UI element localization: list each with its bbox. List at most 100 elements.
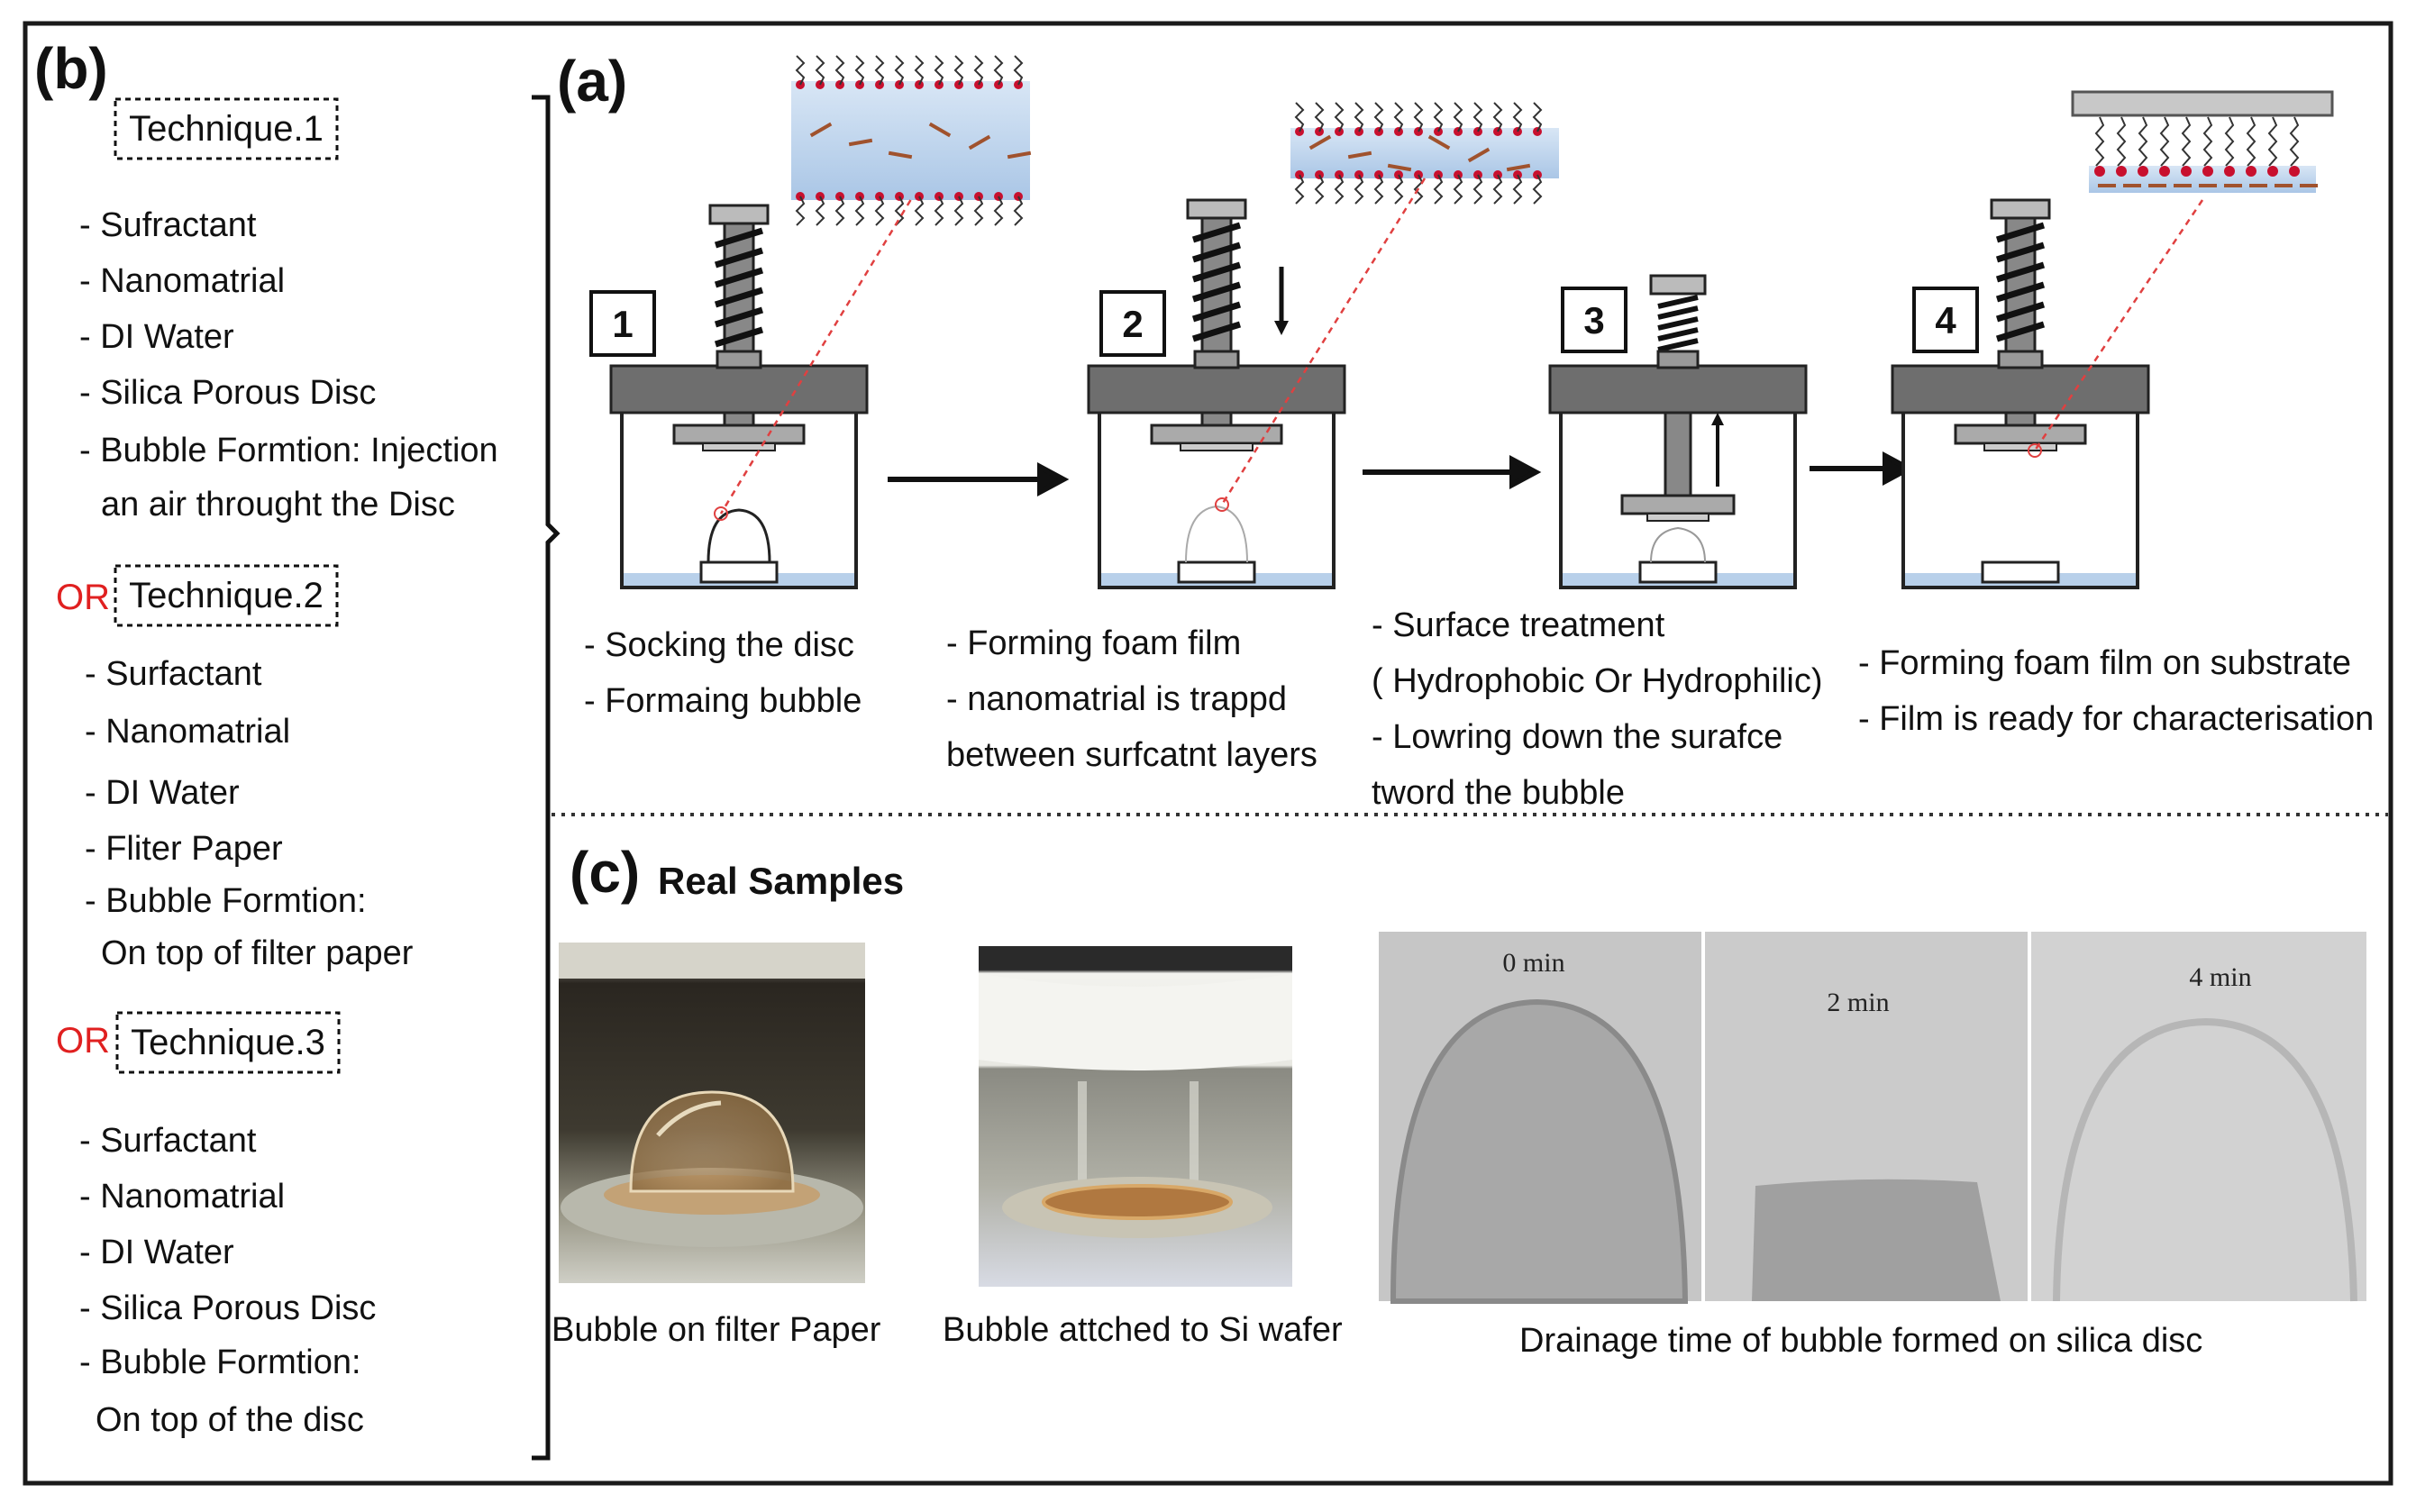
surfactant-tail: [815, 196, 825, 226]
drainage-frame-4min: [2031, 932, 2366, 1302]
surfactant-tail: [1294, 174, 1305, 205]
surfactant-tail: [2246, 116, 2256, 167]
screw-thread: [714, 287, 764, 308]
holder-neck: [1200, 411, 1233, 427]
spring-coil: [1657, 338, 1699, 352]
technique-3-item: - Bubble Formtion:: [79, 1343, 361, 1381]
film-layer: [2089, 166, 2316, 193]
holder-neck: [723, 411, 755, 427]
arrow-head: [1037, 461, 1070, 497]
screw-thread: [1191, 261, 1242, 283]
rod-collar: [1193, 350, 1240, 369]
surfactant-head: [2116, 166, 2127, 177]
surfactant-tail: [834, 196, 845, 226]
screw-thread: [1995, 301, 2046, 323]
substrate: [702, 442, 776, 451]
surfactant-tail: [1433, 102, 1444, 132]
photo-bubble-on-filter-paper: [559, 943, 865, 1283]
technique-3-item: - Silica Porous Disc: [79, 1289, 376, 1327]
surfactant-tail: [1013, 55, 1024, 86]
substrate: [1646, 513, 1709, 522]
porous-disc: [699, 560, 779, 584]
step-4-line: - Forming foam film on substrate: [1858, 644, 2351, 682]
surfactant-tail: [953, 196, 964, 226]
surfactant-tail: [894, 55, 905, 86]
panel-a-label: (a): [557, 49, 627, 114]
step-2-line: - Forming foam film: [946, 624, 1241, 662]
surfactant-tail: [934, 196, 944, 226]
step-1-line: - Socking the disc: [584, 626, 854, 664]
surfactant-head: [2159, 166, 2170, 177]
panel-a: (a) 1 2 3 4 - Socking the disc: [557, 49, 2374, 812]
technique-1-item: - DI Water: [79, 318, 234, 356]
zoom-inset-step-1: [714, 55, 1032, 521]
surfactant-tail: [973, 55, 984, 86]
screw-thread: [1191, 301, 1242, 323]
zoom-line: [1220, 178, 1427, 506]
outer-frame: [23, 21, 2393, 1486]
technique-1-item: - Nanomatrial: [79, 262, 285, 300]
surfactant-tail: [953, 55, 964, 86]
arrow-head: [1883, 451, 1915, 487]
zoom-inset-step-4: [2028, 90, 2334, 458]
technique-3-items: - Surfactant - Nanomatrial - DI Water - …: [79, 1122, 376, 1439]
surfactant-tail: [1472, 174, 1483, 205]
zoom-origin: [2028, 443, 2042, 458]
nanomaterial-flake: [2275, 184, 2293, 187]
panel-b-bracket: [532, 95, 561, 1461]
surfactant-tail: [2116, 116, 2127, 167]
nanomaterial-flake: [2199, 184, 2217, 187]
arrow-head: [1509, 454, 1542, 490]
screw-thread: [1191, 222, 1242, 243]
technique-1-item: - Sufractant: [79, 206, 257, 244]
surfactant-tail: [914, 55, 925, 86]
zoom-inset-step-2: [1215, 102, 1559, 512]
spring-coil: [1657, 305, 1699, 320]
step-4-number-box: [1912, 287, 1979, 353]
substrate-holder: [1620, 494, 1736, 515]
panel-b-label: (b): [34, 36, 108, 101]
rod-collar: [1656, 350, 1700, 369]
porous-disc: [1981, 560, 2060, 584]
nanomaterial-flake: [2148, 184, 2166, 187]
apparatus-step-3: [1548, 274, 1808, 589]
surfactant-tail: [2138, 116, 2148, 167]
surfactant-tail: [1314, 102, 1325, 132]
technique-1-item: - Silica Porous Disc: [79, 374, 376, 412]
surfactant-tail: [2202, 116, 2213, 167]
process-arrows: [888, 451, 1915, 497]
time-label-0min: 0 min: [1502, 948, 1564, 978]
nanomaterial-flake: [1506, 163, 1531, 172]
technique-1-box: [114, 97, 339, 160]
surfactant-tail: [1373, 174, 1384, 205]
substrate-holder: [1954, 424, 2087, 445]
rod-collar: [1997, 350, 2044, 369]
surfactant-head: [2267, 166, 2278, 177]
panel-c: (c) Real Samples Bubble on filter Paper …: [552, 840, 2366, 1360]
screw-thread: [1191, 241, 1242, 263]
technique-1-title: Technique.1: [129, 109, 324, 149]
surfactant-tail: [874, 196, 885, 226]
nanomaterial-flake: [2224, 184, 2242, 187]
technique-2-item: On top of filter paper: [101, 934, 414, 972]
long-rod: [1664, 411, 1692, 497]
surfactant-tail: [2289, 116, 2300, 167]
step-3-line: tword the bubble: [1372, 774, 1625, 812]
surfactant-tail: [1013, 196, 1024, 226]
technique-2-box: [114, 564, 339, 627]
surfactant-tail: [1413, 174, 1424, 205]
step-1-number: 1: [612, 303, 633, 345]
spring-coil: [1657, 316, 1699, 331]
spring-coil: [1657, 327, 1699, 342]
technique-2-item: - Fliter Paper: [85, 830, 283, 868]
surfactant-tail: [1314, 174, 1325, 205]
surfactant-tail: [1354, 102, 1364, 132]
surfactant-tail: [1433, 174, 1444, 205]
substrate-holder: [672, 424, 806, 445]
caption-si-wafer: Bubble attched to Si wafer: [943, 1311, 1343, 1349]
nanomaterial-flake: [1427, 134, 1451, 150]
step-2-number-box: [1099, 290, 1166, 357]
time-label-2min: 2 min: [1827, 988, 1889, 1017]
apparatus-step-4: [1891, 90, 2334, 589]
screw-thread: [714, 306, 764, 328]
